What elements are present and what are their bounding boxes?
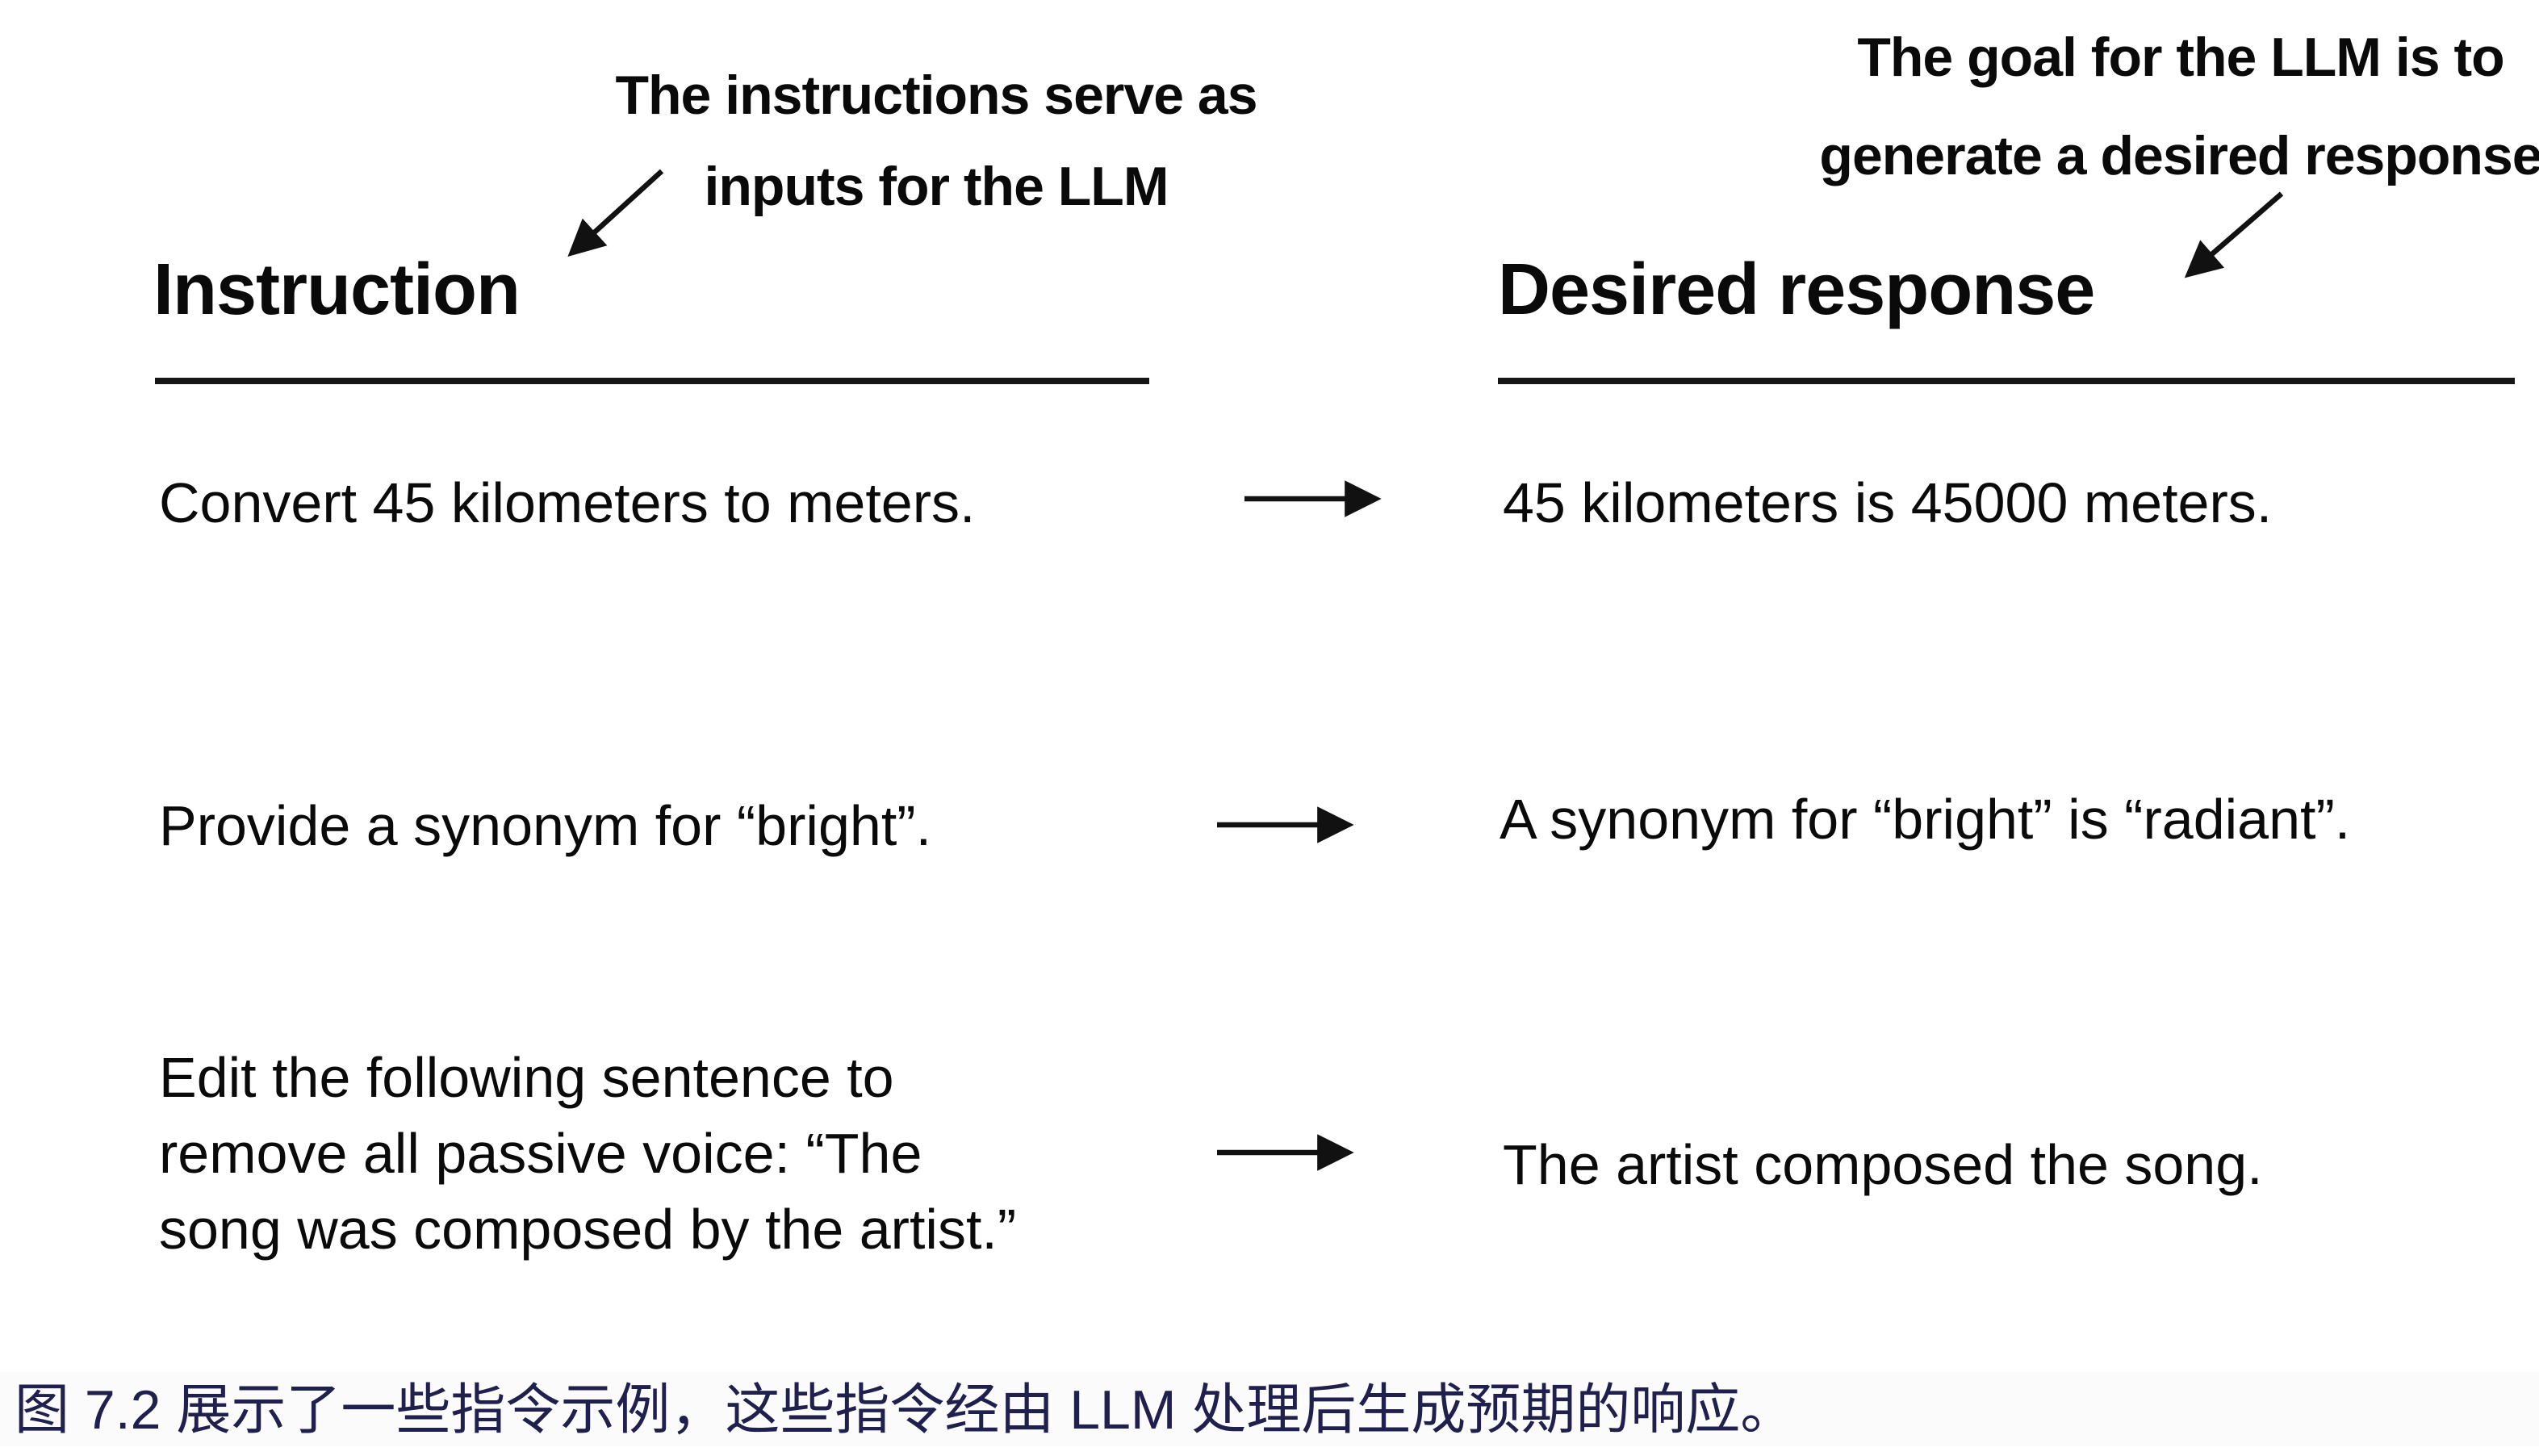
row1-instruction-line: Convert 45 kilometers to meters. (159, 471, 976, 534)
row2-response-line: A synonym for “bright” is “radiant”. (1500, 788, 2351, 851)
annotation-instructions-line1: The instructions serve as (615, 65, 1257, 126)
row3-instruction-line1: Edit the following sentence to (159, 1046, 894, 1109)
annotation-instructions-callout: The instructions serve as inputs for the… (565, 50, 1307, 232)
annotation-instructions-line2: inputs for the LLM (704, 156, 1169, 217)
response-column-header: Desired response (1498, 249, 2095, 330)
annotation-goal-callout: The goal for the LLM is to generate a de… (1817, 8, 2539, 205)
row3-instruction-line3: song was composed by the artist.” (159, 1198, 1017, 1261)
caption-strip (0, 1372, 2539, 1446)
row1-instruction-text: Convert 45 kilometers to meters. (159, 465, 975, 541)
response-header-rule (1498, 378, 2515, 384)
figure-caption: 图 7.2 展示了一些指令示例，这些指令经由 LLM 处理后生成预期的响应。 (15, 1379, 1796, 1441)
row2-instruction-text: Provide a synonym for “bright”. (159, 788, 931, 864)
row2-response-text: A synonym for “bright” is “radiant”. (1500, 781, 2350, 857)
annotation-goal-line1: The goal for the LLM is to (1857, 27, 2504, 88)
callout-arrow-to-response (2184, 191, 2284, 278)
row3-response-text: The artist composed the song. (1503, 1127, 2263, 1203)
row3-response-line: The artist composed the song. (1503, 1133, 2263, 1196)
instruction-column-header: Instruction (153, 249, 521, 330)
row3-instruction-line2: remove all passive voice: “The (159, 1122, 922, 1185)
row2-instruction-line: Provide a synonym for “bright”. (159, 794, 932, 857)
annotation-goal-line2: generate a desired response (1819, 125, 2539, 186)
callout-arrow-to-instruction (567, 169, 664, 257)
row1-response-line: 45 kilometers is 45000 meters. (1503, 471, 2273, 534)
instruction-header-rule (155, 378, 1149, 384)
row3-instruction-text: Edit the following sentence to remove al… (159, 1040, 1016, 1267)
row1-response-text: 45 kilometers is 45000 meters. (1503, 465, 2272, 541)
